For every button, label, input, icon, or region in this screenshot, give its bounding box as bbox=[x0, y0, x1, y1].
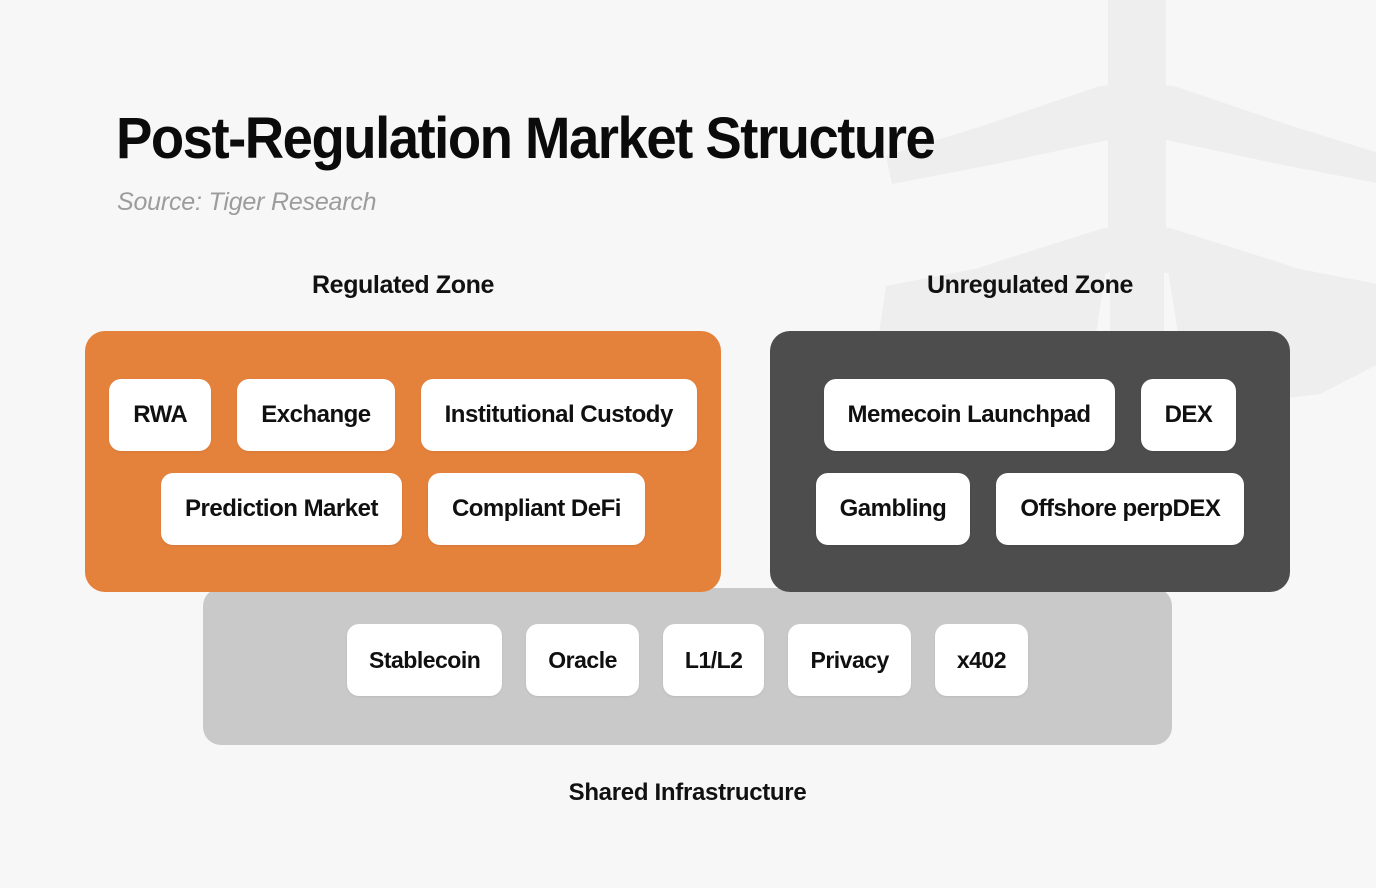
unregulated-chip[interactable]: DEX bbox=[1140, 378, 1237, 451]
regulated-row-1: RWA Exchange Institutional Custody bbox=[107, 378, 699, 451]
regulated-zone-panel: RWA Exchange Institutional Custody Predi… bbox=[85, 331, 721, 592]
page-title: Post-Regulation Market Structure bbox=[116, 106, 936, 171]
regulated-chip[interactable]: Prediction Market bbox=[161, 472, 402, 545]
regulated-zone-label: Regulated Zone bbox=[312, 271, 494, 299]
regulated-row-2: Prediction Market Compliant DeFi bbox=[107, 472, 699, 545]
regulated-chip[interactable]: Compliant DeFi bbox=[427, 472, 645, 545]
shared-chip[interactable]: L1/L2 bbox=[662, 624, 765, 696]
source-attribution: Source: Tiger Research bbox=[117, 188, 377, 216]
unregulated-row-2: Gambling Offshore perpDEX bbox=[792, 472, 1268, 545]
unregulated-chip[interactable]: Offshore perpDEX bbox=[996, 472, 1245, 545]
shared-chip[interactable]: Privacy bbox=[788, 624, 911, 696]
regulated-chip[interactable]: Exchange bbox=[237, 378, 395, 451]
shared-chip[interactable]: Stablecoin bbox=[346, 624, 503, 696]
regulated-chip[interactable]: RWA bbox=[109, 378, 212, 451]
shared-infrastructure-panel: Stablecoin Oracle L1/L2 Privacy x402 bbox=[203, 588, 1172, 745]
shared-chip[interactable]: Oracle bbox=[526, 624, 639, 696]
unregulated-row-1: Memecoin Launchpad DEX bbox=[792, 378, 1268, 451]
unregulated-chip[interactable]: Gambling bbox=[815, 472, 971, 545]
unregulated-zone-label: Unregulated Zone bbox=[926, 271, 1134, 299]
shared-infrastructure-label: Shared Infrastructure bbox=[568, 779, 807, 806]
shared-chip[interactable]: x402 bbox=[934, 624, 1029, 696]
regulated-chip[interactable]: Institutional Custody bbox=[420, 378, 697, 451]
unregulated-chip[interactable]: Memecoin Launchpad bbox=[823, 378, 1115, 451]
unregulated-zone-panel: Memecoin Launchpad DEX Gambling Offshore… bbox=[770, 331, 1290, 592]
